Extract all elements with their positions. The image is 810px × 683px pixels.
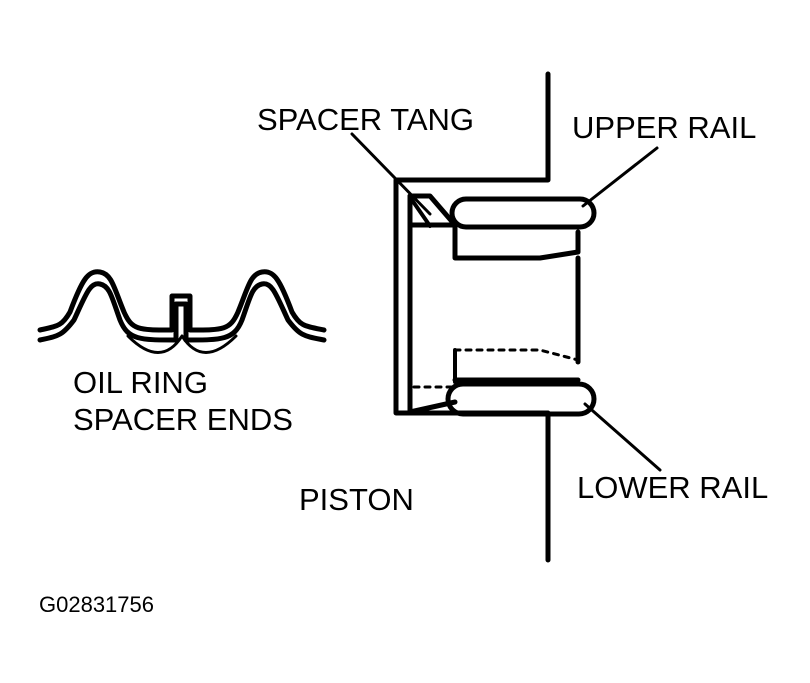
figure-id: G02831756 (39, 592, 154, 617)
leader-lines (350, 132, 662, 472)
lower-rail-leader (583, 402, 662, 472)
upper-rail (449, 196, 597, 230)
spacer-tang-leader (350, 132, 432, 216)
spacer-ends-profile (37, 269, 327, 354)
upper-rail-label: UPPER RAIL (572, 110, 756, 145)
spacer-ends-label-line2: SPACER ENDS (73, 402, 293, 437)
lower-rail (445, 381, 597, 417)
piston-wall (393, 71, 551, 563)
lower-rail-label: LOWER RAIL (577, 470, 768, 505)
oil-ring-spacer (407, 193, 581, 415)
upper-rail-leader (581, 146, 659, 208)
piston-label: PISTON (299, 482, 414, 517)
spacer-tang-label: SPACER TANG (257, 102, 474, 137)
spacer-ends-label-line1: OIL RING (73, 365, 208, 400)
